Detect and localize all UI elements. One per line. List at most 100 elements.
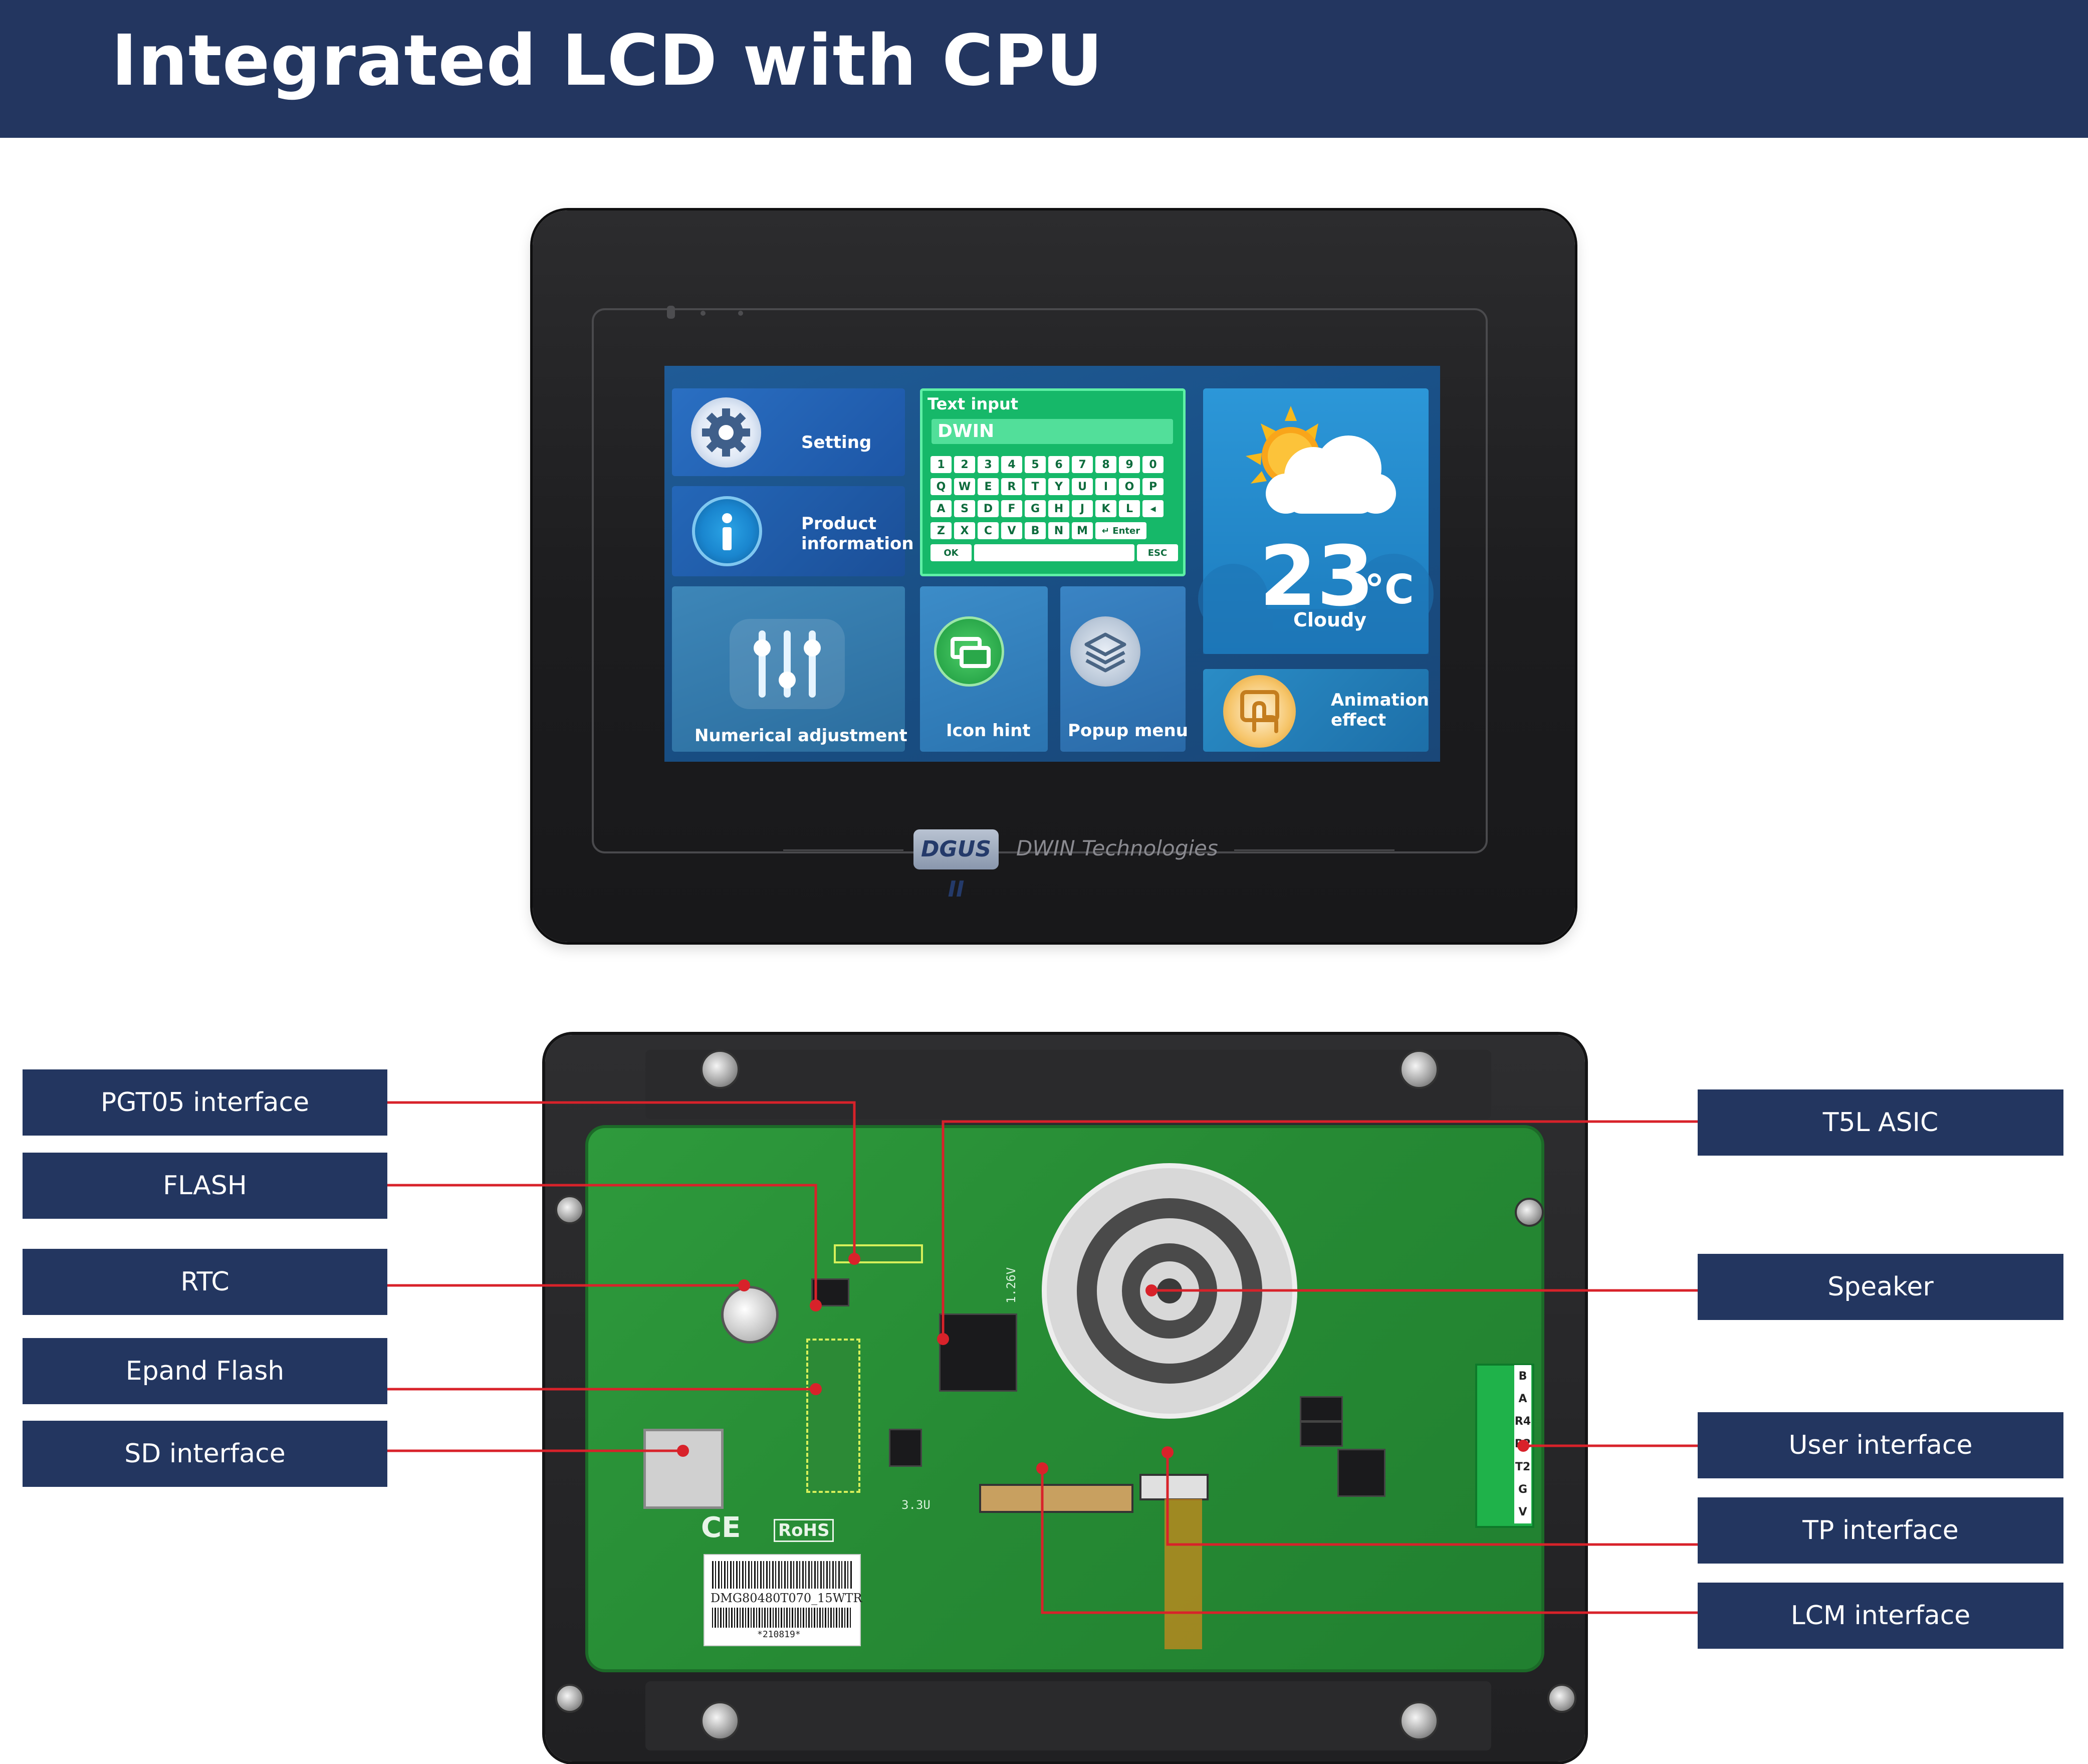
tile-animation-effect[interactable]: Animation effect	[1203, 669, 1429, 752]
lcm-connector	[979, 1484, 1133, 1513]
callout-sd-interface: SD interface	[23, 1421, 387, 1487]
brand-divider-left	[783, 849, 903, 851]
voltage-label-1v26: 1.26V	[1004, 1267, 1018, 1303]
keyboard-key[interactable]: C	[978, 522, 999, 539]
text-input-field[interactable]: DWIN	[932, 419, 1173, 444]
terminal-letter: R2	[1514, 1438, 1531, 1451]
keyboard-key[interactable]: M	[1072, 522, 1093, 539]
keyboard-key[interactable]: L	[1119, 500, 1140, 517]
keyboard-key[interactable]: U	[1072, 478, 1093, 495]
rtc-battery	[721, 1286, 779, 1344]
keyboard-key[interactable]: W	[954, 478, 975, 495]
tile-setting[interactable]: Setting	[672, 388, 905, 476]
keyboard-key[interactable]: 8	[1095, 456, 1116, 473]
tile-popup-menu[interactable]: Popup menu	[1060, 586, 1188, 752]
keyboard-key[interactable]: K	[1095, 500, 1116, 517]
touch-hand-icon	[1223, 675, 1296, 748]
keyboard-key[interactable]: E	[978, 478, 999, 495]
tile-product-label-2: information	[801, 534, 914, 554]
keyboard-key[interactable]: X	[954, 522, 975, 539]
brand-badge: DGUS II	[913, 829, 999, 902]
expand-flash-chip	[806, 1339, 860, 1493]
callout-user-interface: User interface	[1698, 1412, 2063, 1478]
t5l-asic-chip	[939, 1313, 1017, 1392]
keyboard-key[interactable]: A	[931, 500, 952, 517]
keyboard-key[interactable]: 6	[1048, 456, 1069, 473]
keyboard-key[interactable]: 9	[1119, 456, 1140, 473]
key-enter[interactable]: ↵ Enter	[1095, 522, 1146, 539]
terminal-letter: B	[1518, 1370, 1527, 1383]
keyboard-key[interactable]: 1	[931, 456, 952, 473]
keyboard-key[interactable]: H	[1048, 500, 1069, 517]
keyboard-key[interactable]: T	[1025, 478, 1046, 495]
keyboard-key[interactable]: Z	[931, 522, 952, 539]
keyboard-key[interactable]: G	[1025, 500, 1046, 517]
header-bar: Integrated LCD with CPU	[0, 0, 2088, 138]
keyboard-key[interactable]: ◂	[1142, 500, 1164, 517]
tile-icon-hint-label: Icon hint	[946, 721, 1031, 741]
keyboard-key[interactable]: 4	[1001, 456, 1022, 473]
weather-unit: °C	[1364, 566, 1414, 613]
housing-rib	[645, 1681, 1491, 1750]
tile-numerical-adjustment[interactable]: Numerical adjustment	[672, 586, 907, 752]
keyboard-key[interactable]: J	[1072, 500, 1093, 517]
terminal-letter: V	[1518, 1505, 1527, 1518]
weather-condition: Cloudy	[1293, 609, 1367, 631]
tile-icon-hint[interactable]: Icon hint	[920, 586, 1048, 752]
rohs-mark: RoHS	[774, 1519, 834, 1542]
tp-connector	[1139, 1474, 1209, 1500]
device-front: Setting Product information	[533, 210, 1575, 942]
keyboard-key[interactable]: 2	[954, 456, 975, 473]
keyboard-key[interactable]: D	[978, 500, 999, 517]
callout-rtc: RTC	[23, 1249, 387, 1315]
callout-expand-flash: Epand Flash	[23, 1338, 387, 1404]
keyboard-key[interactable]: 5	[1025, 456, 1046, 473]
bezel-sensor-dot	[701, 311, 706, 316]
tile-product-label-1: Product	[801, 514, 876, 534]
key-ok[interactable]: OK	[931, 544, 972, 561]
housing-rib	[645, 1050, 1491, 1119]
keyboard-key[interactable]: 3	[978, 456, 999, 473]
keyboard-key[interactable]: Q	[931, 478, 952, 495]
screw	[701, 1050, 740, 1089]
keyboard-key[interactable]: F	[1001, 500, 1022, 517]
brand-text: DWIN Technologies	[1016, 836, 1218, 860]
ic-chip	[1300, 1396, 1343, 1422]
label-code: *210819*	[757, 1629, 801, 1640]
barcode	[712, 1608, 852, 1628]
tile-setting-label: Setting	[801, 432, 872, 453]
keyboard-key[interactable]: I	[1095, 478, 1116, 495]
window-icon	[934, 616, 1004, 687]
screw	[555, 1195, 584, 1224]
keyboard-key[interactable]: R	[1001, 478, 1022, 495]
tile-animation-label-1: Animation	[1331, 690, 1430, 710]
weather-temperature: 23	[1259, 528, 1374, 624]
flash-chip	[811, 1278, 849, 1306]
tile-product-information[interactable]: Product information	[672, 486, 914, 576]
tile-weather[interactable]: 23 °C Cloudy	[1198, 388, 1434, 654]
keyboard-key[interactable]: V	[1001, 522, 1022, 539]
keyboard-key[interactable]: Y	[1048, 478, 1069, 495]
barcode	[712, 1561, 852, 1589]
key-esc[interactable]: ESC	[1137, 544, 1178, 561]
screw	[1515, 1198, 1544, 1227]
gear-icon	[691, 397, 761, 468]
terminal-letter: T2	[1515, 1460, 1531, 1473]
keyboard-key[interactable]: O	[1119, 478, 1140, 495]
terminal-letter: R4	[1514, 1415, 1531, 1428]
keyboard-key[interactable]: 0	[1142, 456, 1164, 473]
key-space[interactable]	[974, 544, 1134, 561]
keyboard-key[interactable]: N	[1048, 522, 1069, 539]
keyboard-key[interactable]: 7	[1072, 456, 1093, 473]
keyboard-key[interactable]: B	[1025, 522, 1046, 539]
info-icon	[692, 496, 762, 566]
ic-chip	[889, 1429, 922, 1467]
bezel-sensor-dot	[738, 311, 743, 316]
keyboard-key[interactable]: P	[1142, 478, 1164, 495]
keyboard-key[interactable]: S	[954, 500, 975, 517]
ic-chip	[1300, 1421, 1343, 1447]
